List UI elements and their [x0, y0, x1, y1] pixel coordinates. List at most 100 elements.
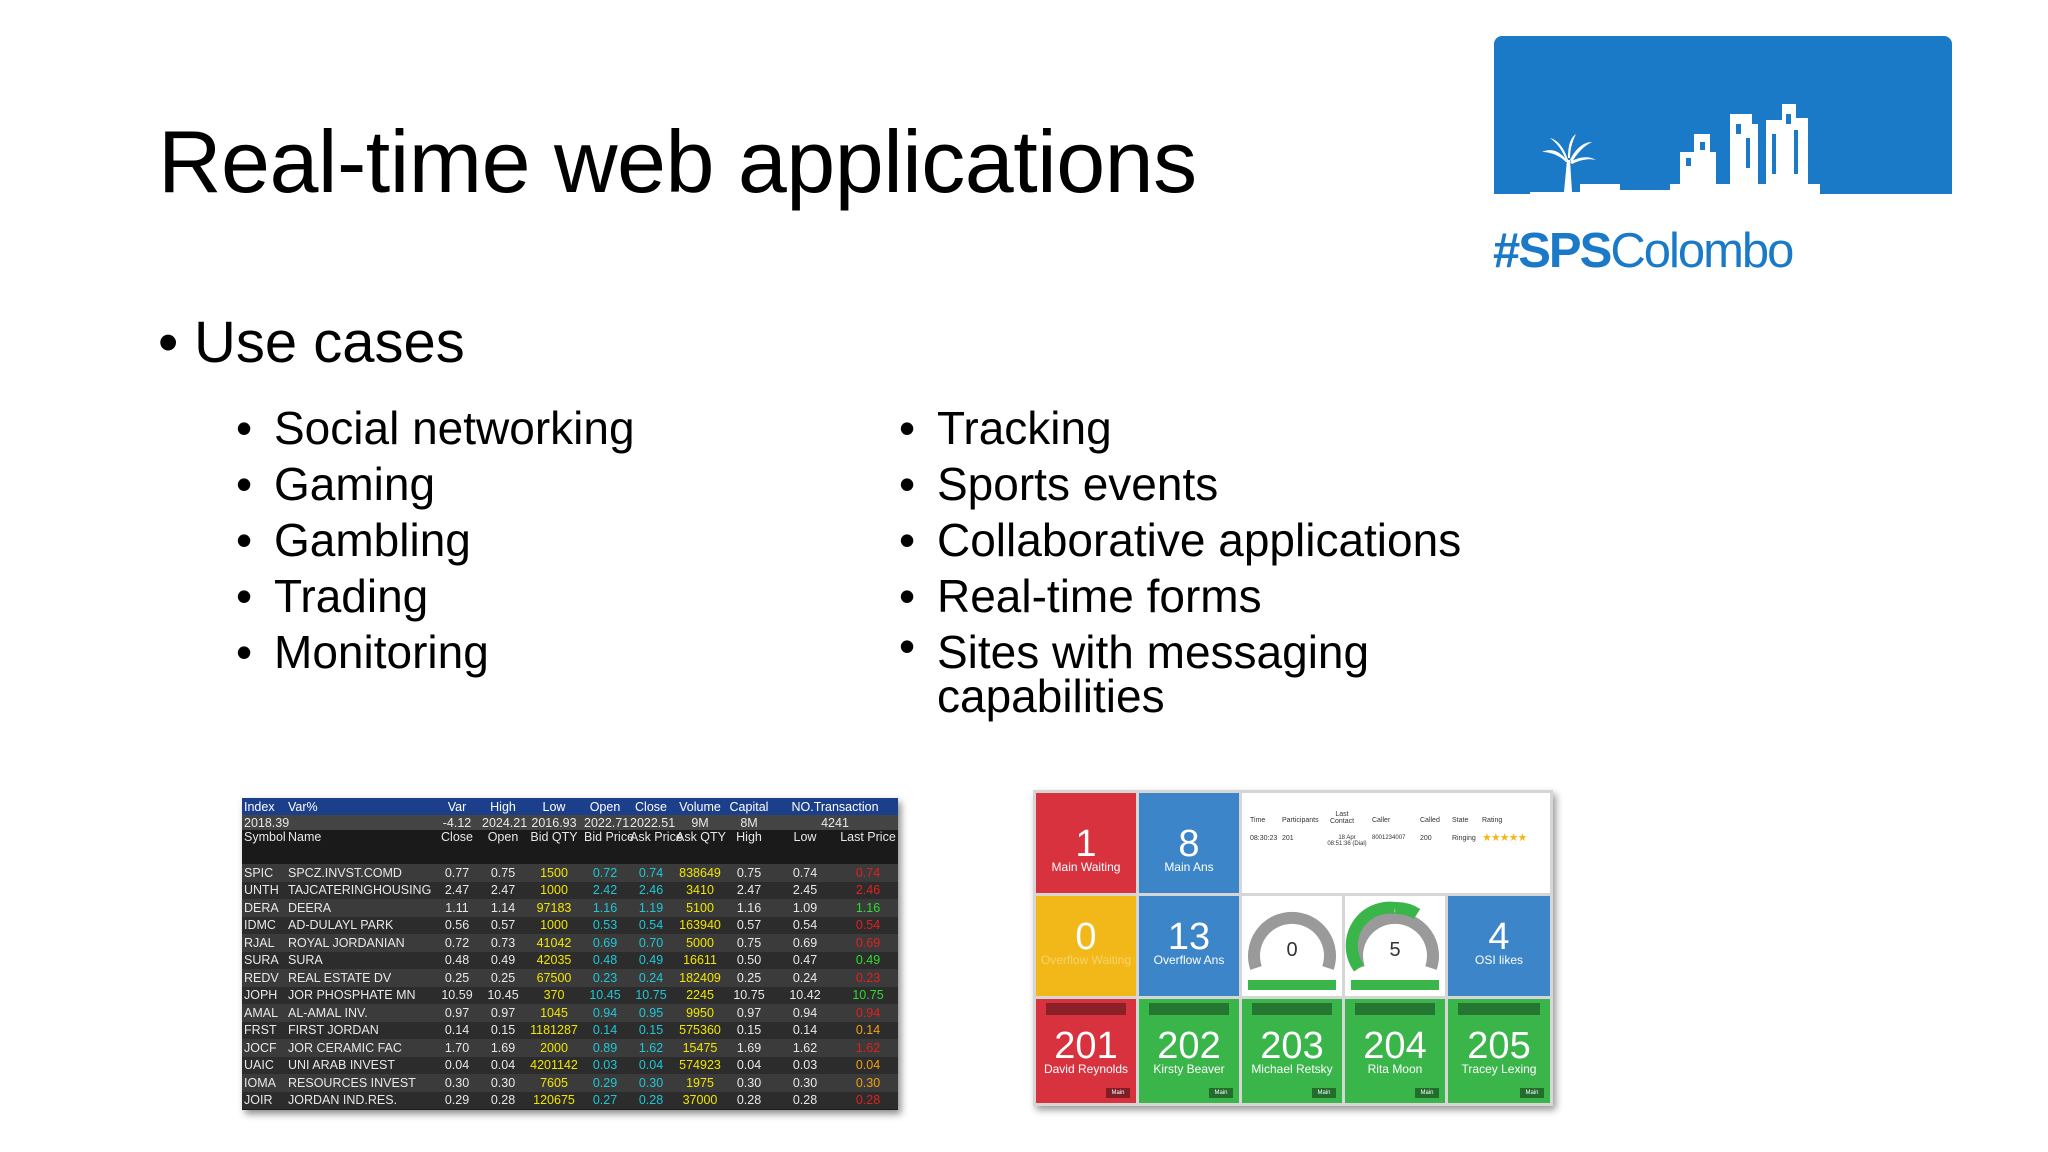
table-cell: 0.14 — [582, 1021, 628, 1039]
column-header-cell: Close — [434, 830, 480, 864]
table-cell: 0.04 — [480, 1056, 526, 1074]
table-cell: 1181287 — [526, 1021, 582, 1039]
table-cell: 0.54 — [772, 916, 838, 934]
column-header-cell: Symbol — [242, 830, 286, 864]
table-cell: 0.74 — [838, 864, 899, 882]
list-item: Tracking — [899, 400, 1461, 456]
table-cell: 1.69 — [480, 1039, 526, 1057]
table-cell: 1.19 — [628, 899, 674, 917]
table-cell: 10.75 — [628, 986, 674, 1004]
table-cell: 67500 — [526, 969, 582, 987]
table-cell: AMAL — [242, 1004, 286, 1022]
table-cell: 1.09 — [772, 899, 838, 917]
table-cell: 97183 — [526, 899, 582, 917]
table-cell: 0.50 — [726, 951, 772, 969]
table-cell: 0.28 — [772, 1091, 838, 1109]
table-cell: 0.95 — [628, 1004, 674, 1022]
use-case-list-left: Social networking Gaming Gambling Tradin… — [236, 400, 635, 680]
column-header-cell: Low — [772, 830, 838, 864]
table-cell: 0.30 — [726, 1074, 772, 1092]
table-cell: 0.25 — [434, 969, 480, 987]
list-item: Gaming — [236, 456, 635, 512]
table-cell: UNTH — [242, 881, 286, 899]
list-item: Gambling — [236, 512, 635, 568]
list-item: Social networking — [236, 400, 635, 456]
column-header-cell: Ask QTY — [674, 830, 726, 864]
calls-table-panel: Time Participants Last Contact Caller Ca… — [1242, 793, 1550, 893]
table-cell: SPIC — [242, 864, 286, 882]
osi-likes-tile: 4 OSI likes — [1448, 896, 1550, 996]
table-cell: 2.47 — [480, 881, 526, 899]
list-item: Real-time forms — [899, 568, 1461, 624]
table-cell: 10.75 — [726, 986, 772, 1004]
overflow-waiting-tile: 0 Overflow Waiting — [1036, 896, 1136, 996]
table-cell: 0.15 — [480, 1021, 526, 1039]
agent-name: Michael Retsky — [1251, 1062, 1333, 1076]
index-header-cell: Index — [242, 798, 286, 815]
main-queue-tag: Main — [1520, 1088, 1544, 1098]
table-cell: 0.73 — [480, 934, 526, 952]
gauge-right: 5 — [1345, 896, 1445, 996]
main-queue-tag: Main — [1415, 1088, 1439, 1098]
table-cell: 0.30 — [480, 1074, 526, 1092]
table-cell: 1.62 — [772, 1039, 838, 1057]
table-cell: 10.45 — [480, 986, 526, 1004]
table-cell: 0.28 — [480, 1091, 526, 1109]
table-cell: 1.16 — [726, 899, 772, 917]
table-cell: 2000 — [526, 1039, 582, 1057]
call-center-dashboard-screenshot: 1 Main Waiting 8 Main Ans Time Participa… — [1033, 790, 1553, 1106]
table-cell: 3410 — [674, 881, 726, 899]
table-cell: 0.54 — [628, 916, 674, 934]
table-cell: 0.30 — [628, 1074, 674, 1092]
index-value-cell: 9M — [674, 815, 726, 830]
table-cell: 15475 — [674, 1039, 726, 1057]
table-cell: 0.97 — [434, 1004, 480, 1022]
table-cell: 0.47 — [772, 951, 838, 969]
index-value-cell: 2018.39 — [242, 815, 290, 830]
table-cell: 1975 — [674, 1074, 726, 1092]
table-cell: 1.70 — [434, 1039, 480, 1057]
use-cases-bullet: •Use cases — [158, 310, 465, 375]
table-cell: 1500 — [526, 864, 582, 882]
table-cell: 0.28 — [726, 1091, 772, 1109]
table-cell: 0.74 — [628, 864, 674, 882]
agent-extension: 201 — [1054, 1025, 1118, 1067]
table-cell: 0.74 — [772, 864, 838, 882]
index-header-cell: Low — [526, 798, 582, 815]
table-cell: 16611 — [674, 951, 726, 969]
table-cell: 1000 — [526, 916, 582, 934]
index-value-cell: 2016.93 — [526, 815, 582, 830]
table-cell: 0.94 — [772, 1004, 838, 1022]
table-cell: 0.03 — [772, 1056, 838, 1074]
table-cell: 0.89 — [582, 1039, 628, 1057]
table-cell: 0.14 — [772, 1021, 838, 1039]
table-cell: 0.29 — [582, 1074, 628, 1092]
rating-stars: ★★★★★ — [1482, 832, 1527, 844]
index-header-cell: Var — [434, 798, 480, 815]
table-cell: 0.27 — [582, 1091, 628, 1109]
table-cell: 37000 — [674, 1091, 726, 1109]
table-cell: 163940 — [674, 916, 726, 934]
agent-extension: 204 — [1363, 1025, 1427, 1067]
index-header-cell: Volume — [674, 798, 726, 815]
table-cell: 1045 — [526, 1004, 582, 1022]
slide-title: Real-time web applications — [158, 112, 1197, 211]
table-cell: JOPH — [242, 986, 286, 1004]
table-cell: 0.94 — [838, 1004, 899, 1022]
table-cell: 838649 — [674, 864, 726, 882]
table-cell: 0.48 — [582, 951, 628, 969]
table-cell: JOIR — [242, 1091, 286, 1109]
table-cell: 2.47 — [434, 881, 480, 899]
table-cell: 0.24 — [628, 969, 674, 987]
table-cell: 575360 — [674, 1021, 726, 1039]
main-queue-tag: Main — [1312, 1088, 1336, 1098]
table-cell: 0.25 — [480, 969, 526, 987]
table-cell: 0.77 — [434, 864, 480, 882]
gauge-left-graphic: 0 — [1248, 911, 1336, 970]
list-item: Monitoring — [236, 624, 635, 680]
